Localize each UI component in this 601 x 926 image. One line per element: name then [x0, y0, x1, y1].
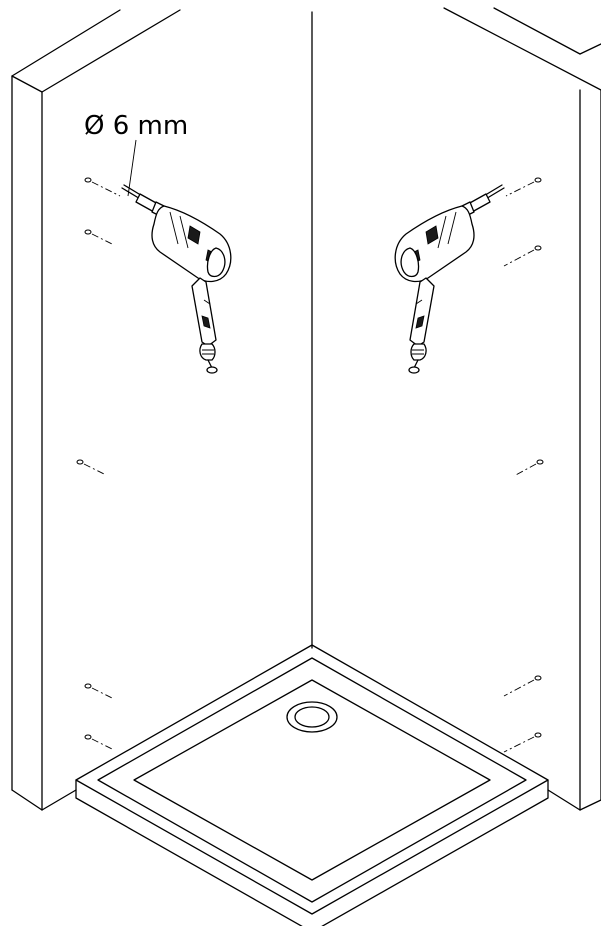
left-wall-panel — [11, 9, 181, 811]
right-wall-panel — [443, 7, 601, 811]
drill-holes-left — [76, 177, 121, 750]
diameter-annotation: Ø 6 mm — [84, 111, 188, 197]
drill-holes-right — [503, 177, 544, 753]
power-drill-right — [394, 184, 505, 374]
shower-tray — [75, 644, 549, 926]
tray-drain — [286, 701, 338, 733]
drill-bit-diameter-label: Ø 6 mm — [84, 111, 188, 141]
power-drill-left — [121, 184, 232, 374]
